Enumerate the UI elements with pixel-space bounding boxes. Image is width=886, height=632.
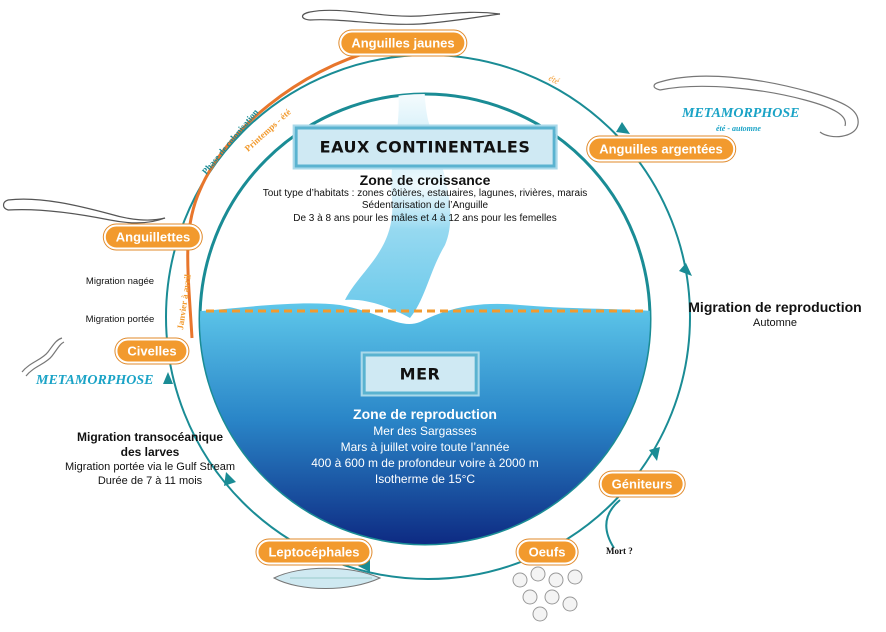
eaux-line1: Tout type d’habitats : zones côtières, e… — [262, 188, 588, 199]
mer-heading: Zone de reproduction — [353, 406, 497, 422]
ring-arrow-1 — [616, 122, 630, 134]
stage-anguilles-argentees: Anguilles argentées — [587, 136, 735, 162]
migration-repro-title: Migration de reproduction — [688, 299, 862, 315]
mer-title: MER — [360, 351, 480, 397]
eaux-continentales-title: EAUX CONTINENTALES — [292, 124, 558, 170]
eggs-drawing — [512, 566, 583, 622]
eaux-line3: De 3 à 8 ans pour les mâles et 4 à 12 an… — [293, 213, 557, 224]
migration-nagee: Migration nagée — [85, 276, 155, 287]
colonisation-line — [186, 48, 377, 339]
transoceanique-line1: Migration portée via le Gulf Stream — [65, 461, 235, 473]
transoceanique-line2: Durée de 7 à 11 mois — [97, 475, 203, 487]
stage-civelles: Civelles — [115, 338, 189, 364]
ring-arrow-3 — [649, 447, 660, 461]
metamorphose-left: METAMORPHOSE — [36, 373, 154, 388]
metamorphose-right-sub: été - automne — [716, 124, 761, 133]
eel-yellow-drawing — [301, 9, 501, 25]
eaux-line2: Sédentarisation de l’Anguille — [361, 200, 489, 211]
migration-repro-sub: Automne — [752, 317, 798, 329]
mort-label: Mort ? — [606, 546, 633, 556]
ring-arrow-4 — [358, 560, 370, 572]
mort-branch — [605, 499, 621, 549]
mer-line4: Isotherme de 15°C — [374, 472, 476, 486]
metamorphose-right: METAMORPHOSE — [682, 106, 800, 121]
eaux-heading: Zone de croissance — [359, 172, 491, 188]
mer-line2: Mars à juillet voire toute l’année — [340, 440, 510, 454]
sea-area — [200, 303, 650, 544]
transoceanique-title-1: Migration transocéanique — [76, 430, 224, 444]
ring-arrow-5 — [224, 472, 236, 486]
eel-anguillette-drawing — [2, 198, 166, 224]
mer-line3: 400 à 600 m de profondeur voire à 2000 m — [311, 456, 539, 470]
mer-line1: Mer des Sargasses — [373, 424, 477, 438]
stage-anguilles-jaunes: Anguilles jaunes — [339, 30, 467, 56]
ring-arrow-6 — [163, 372, 173, 384]
stage-geniteurs: Géniteurs — [599, 471, 685, 497]
stage-anguillettes: Anguillettes — [103, 224, 203, 250]
stage-leptocephales: Leptocéphales — [256, 539, 372, 565]
migration-portee: Migration portée — [85, 314, 155, 325]
transoceanique-title-2: des larves — [120, 445, 180, 459]
stage-oeufs: Oeufs — [516, 539, 578, 565]
ring-arrow-2 — [679, 263, 692, 276]
leptocephale-drawing — [272, 567, 382, 589]
eel-silver-drawing — [653, 75, 859, 138]
eel-civelle-drawing — [21, 337, 65, 377]
